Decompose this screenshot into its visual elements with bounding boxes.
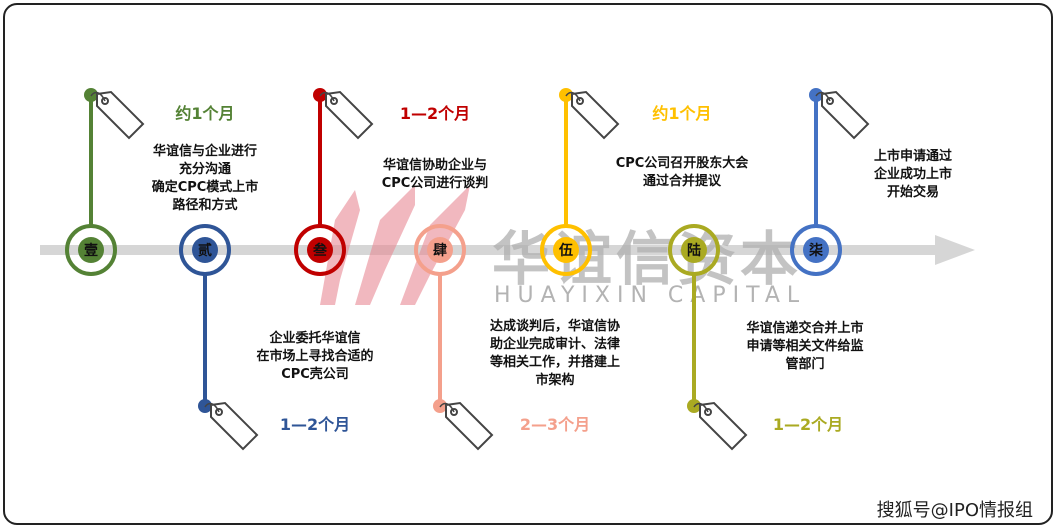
step-duration: 约1个月 bbox=[175, 104, 235, 123]
step-ring bbox=[540, 224, 592, 276]
price-tag-icon bbox=[318, 90, 374, 144]
step-ring bbox=[65, 224, 117, 276]
step-connector bbox=[564, 95, 568, 226]
step-duration: 1—2个月 bbox=[399, 104, 471, 123]
step-duration: 约1个月 bbox=[652, 104, 712, 123]
step-description: 企业委托华谊信 在市场上寻找合适的 CPC壳公司 bbox=[256, 331, 374, 382]
step-ring bbox=[790, 224, 842, 276]
watermark-text-en: HUAYIXIN CAPITAL bbox=[494, 283, 807, 308]
step-description: 上市申请通过 企业成功上市 开始交易 bbox=[873, 149, 952, 200]
step-number-badge: 陆 bbox=[681, 237, 707, 263]
step-duration: 2—3个月 bbox=[519, 415, 591, 434]
step-ring bbox=[668, 224, 720, 276]
step-number-badge: 叁 bbox=[307, 237, 333, 263]
step-description: 华谊信递交合并上市 申请等相关文件给监 管部门 bbox=[746, 321, 864, 372]
footer-credit: 搜狐号@IPO情报组 bbox=[876, 500, 1033, 521]
step-connector bbox=[318, 95, 322, 226]
step-description: 达成谈判后，华谊信协 助企业完成审计、法律 等相关工作，并搭建上 市架构 bbox=[489, 319, 620, 388]
timeline-axis bbox=[40, 245, 940, 255]
step-connector bbox=[814, 95, 818, 226]
price-tag-icon bbox=[692, 401, 748, 455]
timeline-arrowhead bbox=[935, 235, 975, 265]
step-connector bbox=[438, 275, 442, 406]
step-number-badge: 贰 bbox=[192, 237, 218, 263]
step-description: 华谊信与企业进行 充分沟通 确定CPC模式上市 路径和方式 bbox=[151, 144, 259, 213]
step-duration: 1—2个月 bbox=[279, 415, 351, 434]
step-description: CPC公司召开股东大会 通过合并提议 bbox=[615, 156, 749, 189]
step-connector bbox=[203, 275, 207, 406]
step-connector bbox=[89, 95, 93, 226]
price-tag-icon bbox=[203, 401, 259, 455]
price-tag-icon bbox=[89, 90, 145, 144]
step-duration: 1—2个月 bbox=[772, 415, 844, 434]
step-connector bbox=[692, 275, 696, 406]
price-tag-icon bbox=[564, 90, 620, 144]
step-number-badge: 肆 bbox=[427, 237, 453, 263]
diagram-frame bbox=[3, 3, 1053, 525]
step-number-badge: 伍 bbox=[553, 237, 579, 263]
step-number-badge: 柒 bbox=[803, 237, 829, 263]
step-ring bbox=[414, 224, 466, 276]
price-tag-icon bbox=[814, 90, 870, 144]
step-ring bbox=[179, 224, 231, 276]
step-number-badge: 壹 bbox=[78, 237, 104, 263]
step-ring bbox=[294, 224, 346, 276]
price-tag-icon bbox=[438, 401, 494, 455]
step-description: 华谊信协助企业与 CPC公司进行谈判 bbox=[381, 158, 489, 191]
